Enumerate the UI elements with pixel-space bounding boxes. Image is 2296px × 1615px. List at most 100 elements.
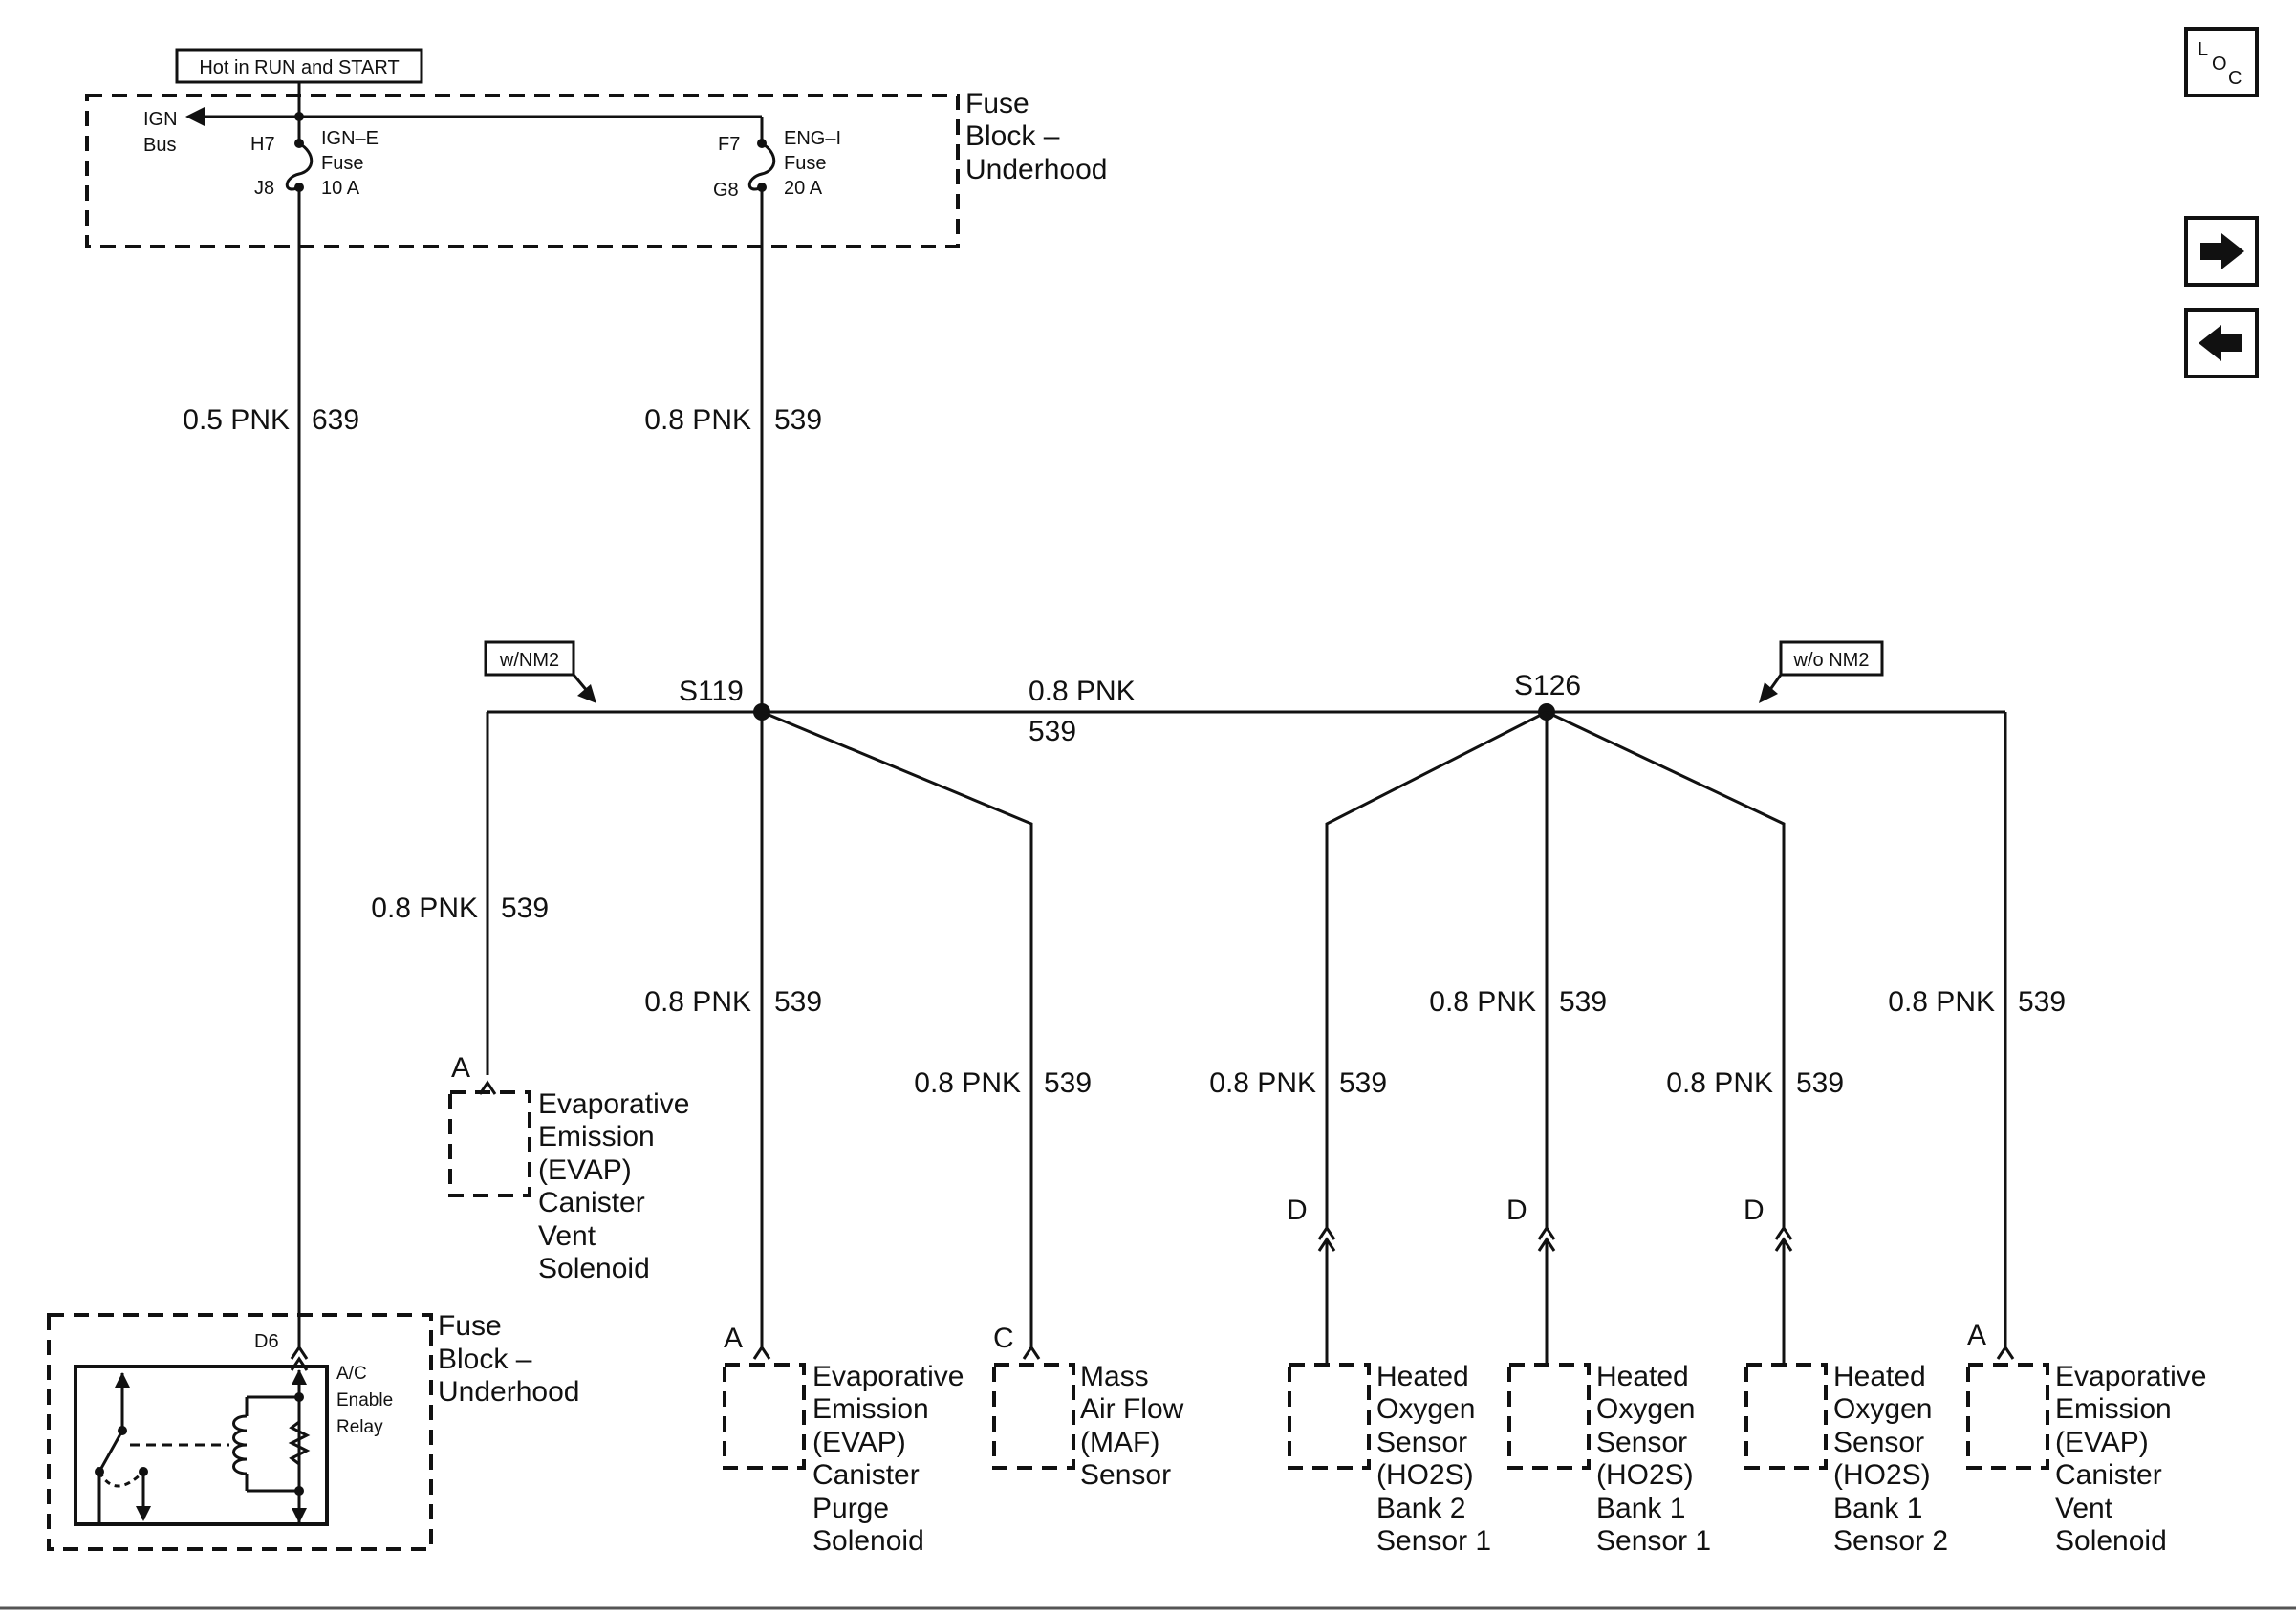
ac-enable-relay-box — [74, 1365, 329, 1526]
fuse-block-bottom-title-1: Fuse — [438, 1310, 502, 1342]
ign-e-fuse-icon — [285, 141, 314, 191]
next-page-button[interactable] — [2184, 216, 2259, 287]
maf-pin: C — [993, 1323, 1014, 1354]
component-evap-vent-right: A Evaporative Emission (EVAP) Canister V… — [1966, 1320, 2206, 1557]
evap-vent-right-line-5: Vent — [2055, 1493, 2113, 1524]
wire-539-span-circuit: 539 — [1029, 716, 1076, 747]
maf-line-4: Sensor — [1080, 1459, 1171, 1491]
evap-vent-right-line-2: Emission — [2055, 1393, 2172, 1425]
wire-ho2s-b1s1-size: 0.8 PNK — [1429, 986, 1536, 1018]
ign-bus-label-1: IGN — [143, 109, 178, 130]
component-evap-purge: A Evaporative Emission (EVAP) Canister P… — [723, 1323, 964, 1557]
ign-bus-label-2: Bus — [143, 135, 176, 156]
fuse-block-bottom-title-2: Block – — [438, 1344, 532, 1375]
ho2s-b2s1-line-3: Sensor — [1376, 1427, 1467, 1458]
evap-purge-line-5: Purge — [812, 1493, 889, 1524]
ho2s-b2s1-line-6: Sensor 1 — [1376, 1525, 1491, 1557]
ho2s-b1s1-line-5: Bank 1 — [1596, 1493, 1685, 1524]
relay-label-2: Enable — [336, 1390, 393, 1410]
component-maf-sensor: C Mass Air Flow (MAF) Sensor — [992, 1323, 1184, 1491]
evap-purge-line-3: (EVAP) — [812, 1427, 906, 1458]
evap-vent-left-line-2: Emission — [538, 1121, 655, 1152]
maf-line-1: Mass — [1080, 1361, 1149, 1392]
ho2s-b1s2-line-5: Bank 1 — [1833, 1493, 1922, 1524]
ho2s-b1s1-line-1: Heated — [1596, 1361, 1689, 1392]
ho2s-b1s2-line-1: Heated — [1833, 1361, 1926, 1392]
eng-i-fuse-name-2: Fuse — [784, 153, 826, 174]
ign-e-fuse-name-2: Fuse — [321, 153, 363, 174]
ign-e-pin-out: J8 — [254, 178, 274, 199]
splice-s119-label: S119 — [679, 676, 744, 707]
ho2s-b2s1-line-5: Bank 2 — [1376, 1493, 1465, 1524]
component-ho2s-b1s2: D Heated Oxygen Sensor (HO2S) Bank 1 Sen… — [1744, 1195, 1948, 1557]
option-with-nm2-box — [484, 640, 575, 677]
loc-label-o: O — [2212, 54, 2227, 75]
wire-ho2s-b1s2-size: 0.8 PNK — [1666, 1067, 1773, 1099]
evap-vent-right-pin: A — [1967, 1320, 1986, 1351]
connector-c-icon — [1022, 1345, 1041, 1360]
ho2s-b2s1-line-2: Oxygen — [1376, 1393, 1475, 1425]
option-with-nm2: w/NM2 — [499, 650, 559, 671]
eng-i-fuse-rating: 20 A — [784, 178, 823, 199]
loc-button[interactable]: L O C — [2184, 27, 2259, 97]
previous-page-button[interactable] — [2184, 308, 2259, 378]
connector-a-icon — [1996, 1345, 2015, 1360]
evap-vent-right-line-4: Canister — [2055, 1459, 2162, 1491]
ho2s-b1s1-pin: D — [1506, 1195, 1527, 1226]
ho2s-b1s2-line-6: Sensor 2 — [1833, 1525, 1948, 1557]
wire-539-ho2s-b1s2 — [1546, 710, 1786, 1228]
hot-in-run-start-label: Hot in RUN and START — [199, 57, 399, 78]
ho2s-b1s2-line-3: Sensor — [1833, 1427, 1924, 1458]
wire-maf-size: 0.8 PNK — [914, 1067, 1021, 1099]
wire-ho2s-b1s1-circuit: 539 — [1559, 986, 1607, 1018]
wire-ho2s-b2s1-circuit: 539 — [1339, 1067, 1387, 1099]
option-with-nm2-arrow-icon — [577, 684, 596, 703]
wire-539-ho2s-b2s1 — [1325, 710, 1548, 1228]
connector-d-icon — [1537, 1225, 1556, 1240]
wire-ho2s-b2s1-size: 0.8 PNK — [1209, 1067, 1316, 1099]
wire-ho2s-b1s2-circuit: 539 — [1796, 1067, 1844, 1099]
relay-label-3: Relay — [336, 1417, 383, 1437]
ho2s-b2s1-line-4: (HO2S) — [1376, 1459, 1474, 1491]
relay-label-1: A/C — [336, 1364, 367, 1384]
ho2s-b1s2-pin: D — [1744, 1195, 1765, 1226]
evap-vent-right-line-6: Solenoid — [2055, 1525, 2167, 1557]
connector-d-icon — [1317, 1225, 1336, 1240]
wire-evap-vent-right-circuit: 539 — [2018, 986, 2066, 1018]
evap-vent-left-pin: A — [451, 1052, 470, 1084]
relay-coil-icon — [232, 1369, 311, 1524]
fuse-block-bottom-pin: D6 — [254, 1331, 279, 1352]
wire-evap-vent-left-size: 0.8 PNK — [371, 893, 478, 924]
arrow-left-icon — [2199, 325, 2242, 361]
component-ho2s-b2s1: D Heated Oxygen Sensor (HO2S) Bank 2 Sen… — [1287, 1195, 1491, 1557]
evap-vent-right-line-3: (EVAP) — [2055, 1427, 2149, 1458]
ho2s-b1s1-line-6: Sensor 1 — [1596, 1525, 1711, 1557]
ho2s-b1s1-line-3: Sensor — [1596, 1427, 1687, 1458]
ign-e-fuse-name-1: IGN–E — [321, 128, 379, 149]
ho2s-b2s1-pin: D — [1287, 1195, 1308, 1226]
wire-539-maf — [761, 710, 1033, 1347]
relay-switch-icon — [95, 1372, 229, 1524]
wire-evap-vent-right-size: 0.8 PNK — [1888, 986, 1995, 1018]
option-without-nm2-box — [1779, 640, 1884, 677]
evap-purge-line-4: Canister — [812, 1459, 920, 1491]
evap-vent-left-line-4: Canister — [538, 1187, 645, 1218]
fuse-block-top-title-1: Fuse — [965, 88, 1029, 119]
fuse-block-bottom-border — [47, 1313, 433, 1551]
ho2s-b1s2-line-4: (HO2S) — [1833, 1459, 1931, 1491]
connector-a-icon — [752, 1345, 771, 1360]
wire-639-size: 0.5 PNK — [183, 404, 290, 436]
wire-purge-circuit: 539 — [774, 986, 822, 1018]
maf-line-2: Air Flow — [1080, 1393, 1184, 1425]
splice-s126-label: S126 — [1514, 670, 1581, 701]
ign-e-fuse-rating: 10 A — [321, 178, 360, 199]
wire-639-circuit: 639 — [312, 404, 359, 436]
option-without-nm2-arrow-icon — [1759, 682, 1778, 703]
wire-539-span-size: 0.8 PNK — [1029, 676, 1136, 707]
fuse-block-top-border — [85, 94, 960, 248]
eng-i-pin-out: G8 — [713, 180, 739, 201]
eng-i-fuse-icon — [747, 141, 776, 191]
loc-label-l: L — [2198, 39, 2208, 60]
